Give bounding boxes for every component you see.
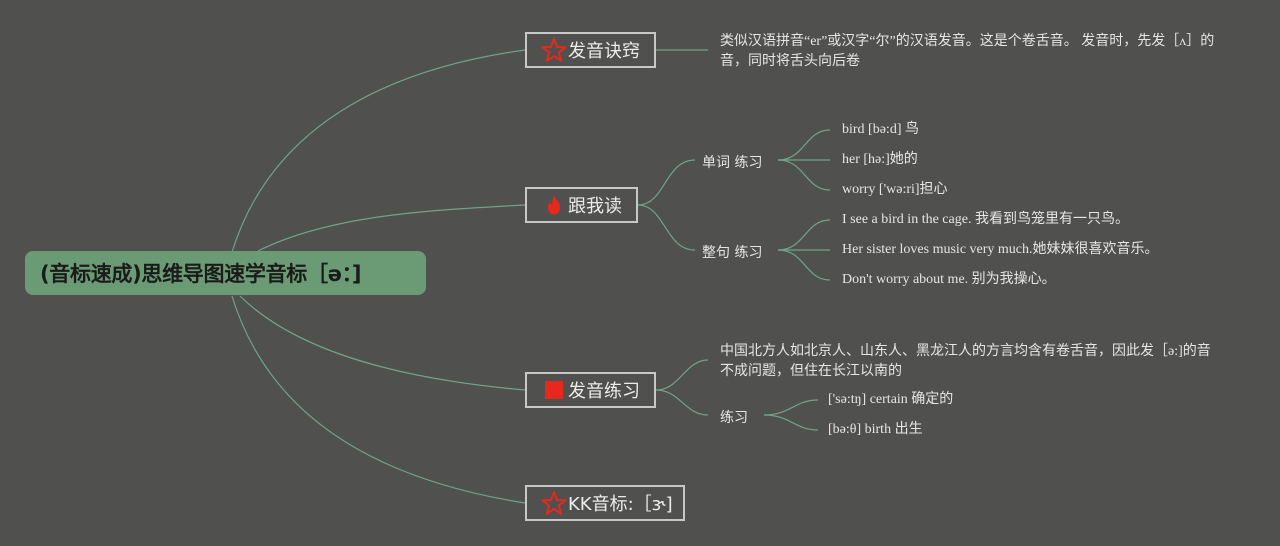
list-item: worry ['wə:ri]担心	[842, 182, 948, 197]
root-topic[interactable]: (音标速成)思维导图速学音标［ə：]	[25, 251, 426, 295]
branch-kk-phonetic[interactable]: KK音标:［ɝ]	[525, 485, 685, 521]
branch-label: 跟我读	[568, 196, 622, 217]
flame-icon	[541, 192, 567, 218]
branch-follow-me[interactable]: 跟我读	[525, 187, 638, 223]
group-word-practice[interactable]: 单词 练习	[702, 155, 763, 171]
pronunciation-tip-text: 类似汉语拼音“er”或汉字“尔”的汉语发音。这是个卷舌音。 发音时，先发［ʌ］的…	[720, 34, 1215, 69]
branch-pronunciation-practice[interactable]: 发音练习	[525, 372, 656, 408]
root-title: (音标速成)思维导图速学音标［ə：]	[40, 262, 362, 286]
star-outline-icon	[541, 490, 567, 516]
branch-pronunciation-tips[interactable]: 发音诀窍	[525, 32, 656, 68]
list-item: I see a bird in the cage. 我看到鸟笼里有一只鸟。	[842, 212, 1129, 227]
star-outline-icon	[541, 37, 567, 63]
list-item: bird [bə:d] 鸟	[842, 122, 919, 137]
list-item: ['sə:tŋ] certain 确定的	[828, 392, 954, 407]
list-item: [bə:θ] birth 出生	[828, 422, 923, 437]
list-item: Her sister loves music very much.她妹妹很喜欢音…	[842, 242, 1159, 257]
practice-note-text: 中国北方人如北京人、山东人、黑龙江人的方言均含有卷舌音，因此发［ə:]的音不成问…	[720, 344, 1211, 379]
list-item: Don't worry about me. 别为我操心。	[842, 272, 1056, 287]
group-sentence-practice[interactable]: 整句 练习	[702, 245, 763, 261]
group-practice[interactable]: 练习	[720, 410, 748, 426]
square-icon	[541, 377, 567, 403]
branch-label: KK音标:［ɝ]	[568, 494, 673, 515]
list-item: her [hə:]她的	[842, 152, 918, 167]
branch-label: 发音练习	[568, 381, 640, 402]
branch-label: 发音诀窍	[568, 41, 640, 62]
